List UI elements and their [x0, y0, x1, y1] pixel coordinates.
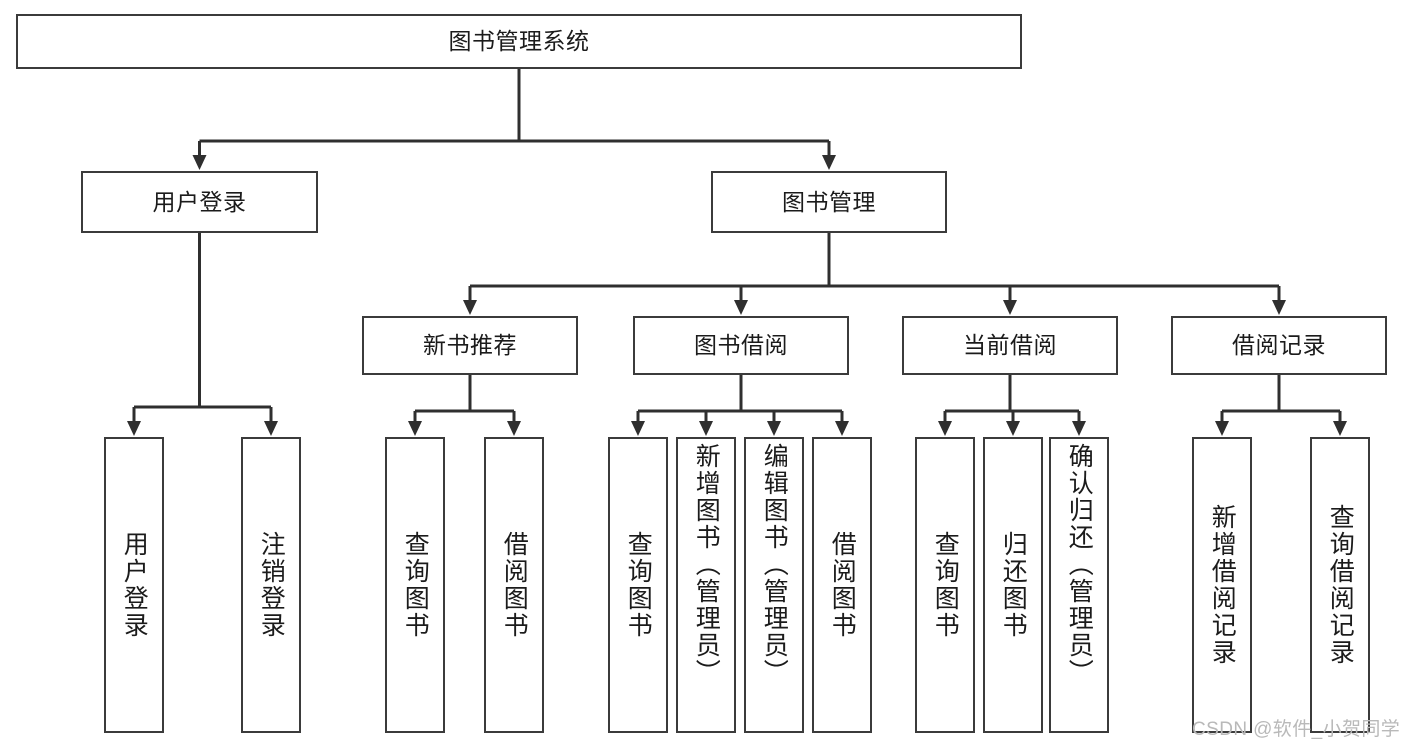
node-leaf-add-record[interactable]: 新增借阅记录: [1192, 437, 1252, 733]
node-label: 用户登录: [120, 531, 149, 639]
node-label: 图书管理系统: [448, 28, 590, 55]
node-leaf-query-book-3[interactable]: 查询图书: [915, 437, 975, 733]
node-label: 借阅记录: [1232, 332, 1326, 359]
arrowhead: [1215, 421, 1229, 436]
csdn-watermark: CSDN @软件_小贺同学: [1192, 719, 1401, 740]
node-leaf-borrow-book-1[interactable]: 借阅图书: [484, 437, 544, 733]
arrowhead: [1333, 421, 1347, 436]
node-leaf-query-book-2[interactable]: 查询图书: [608, 437, 668, 733]
node-label: 确认归还（管理员）: [1065, 443, 1094, 686]
node-label: 借阅图书: [500, 531, 529, 639]
node-label: 当前借阅: [963, 332, 1057, 359]
node-label: 查询图书: [931, 531, 960, 639]
node-current-borrow[interactable]: 当前借阅: [902, 316, 1118, 375]
arrowhead: [822, 155, 836, 170]
node-leaf-user-login[interactable]: 用户登录: [104, 437, 164, 733]
node-new-book-recommend[interactable]: 新书推荐: [362, 316, 578, 375]
arrowhead: [835, 421, 849, 436]
node-leaf-edit-book[interactable]: 编辑图书（管理员）: [744, 437, 804, 733]
node-label: 用户登录: [152, 188, 247, 215]
node-label: 新增图书（管理员）: [692, 443, 721, 686]
node-label: 新书推荐: [423, 332, 517, 359]
node-leaf-logout[interactable]: 注销登录: [241, 437, 301, 733]
node-label: 新增借阅记录: [1208, 504, 1237, 666]
node-leaf-query-book-1[interactable]: 查询图书: [385, 437, 445, 733]
arrowhead: [699, 421, 713, 436]
arrowhead: [1072, 421, 1086, 436]
arrowhead: [1272, 300, 1286, 315]
node-leaf-query-record[interactable]: 查询借阅记录: [1310, 437, 1370, 733]
arrowhead: [408, 421, 422, 436]
node-leaf-add-book[interactable]: 新增图书（管理员）: [676, 437, 736, 733]
arrowhead: [631, 421, 645, 436]
arrowhead: [192, 155, 207, 170]
node-borrow-record[interactable]: 借阅记录: [1171, 316, 1387, 375]
node-label: 查询借阅记录: [1326, 504, 1355, 666]
arrowhead: [938, 421, 952, 436]
node-label: 编辑图书（管理员）: [760, 443, 789, 686]
node-book-manage[interactable]: 图书管理: [711, 171, 947, 233]
node-label: 归还图书: [999, 531, 1028, 639]
node-label: 查询图书: [624, 531, 653, 639]
node-label: 注销登录: [257, 531, 286, 639]
node-root[interactable]: 图书管理系统: [16, 14, 1022, 69]
arrowhead: [127, 421, 141, 436]
node-label: 借阅图书: [828, 531, 857, 639]
arrowhead: [767, 421, 781, 436]
node-leaf-borrow-book-2[interactable]: 借阅图书: [812, 437, 872, 733]
node-label: 图书管理: [782, 188, 876, 215]
node-book-borrow[interactable]: 图书借阅: [633, 316, 849, 375]
node-label: 查询图书: [401, 531, 430, 639]
edge-group: [127, 69, 1347, 436]
node-label: 图书借阅: [694, 332, 788, 359]
arrowhead: [1006, 421, 1020, 436]
arrowhead: [264, 421, 278, 436]
node-leaf-confirm-return[interactable]: 确认归还（管理员）: [1049, 437, 1109, 733]
node-user-login[interactable]: 用户登录: [81, 171, 318, 233]
arrowhead: [507, 421, 521, 436]
node-leaf-return-book[interactable]: 归还图书: [983, 437, 1043, 733]
arrowhead: [463, 300, 477, 315]
arrowhead: [734, 300, 748, 315]
arrowhead: [1003, 300, 1017, 315]
